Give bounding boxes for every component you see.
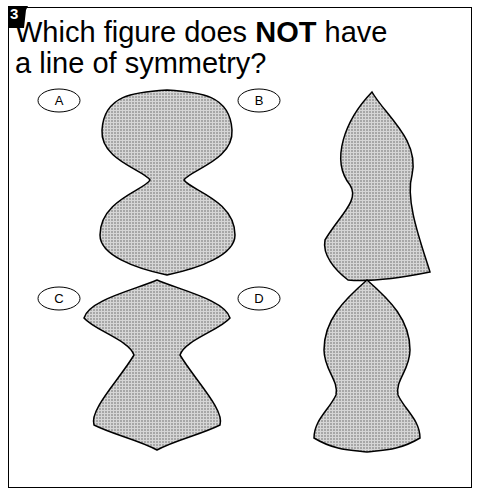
question-phrase: Which figure does — [15, 16, 247, 48]
figure-shape — [314, 280, 420, 452]
option-letter: A — [55, 94, 64, 108]
oval-shape — [38, 89, 80, 112]
option-letter: B — [255, 94, 264, 108]
option-letter: D — [254, 292, 263, 306]
option-letter: C — [54, 292, 63, 306]
item-frame — [9, 8, 472, 488]
emphasis-word: NOT — [255, 16, 316, 48]
option-oval: A — [37, 88, 81, 113]
option-oval: D — [237, 286, 281, 311]
option-oval: C — [37, 286, 81, 311]
oval-shape — [238, 287, 280, 310]
oval-shape — [38, 287, 80, 310]
figure-shape — [325, 92, 430, 281]
figure-shape — [84, 280, 230, 450]
question-text: Which figure doesNOThave a line of symme… — [15, 17, 403, 79]
option-oval: B — [237, 88, 281, 113]
oval-shape — [238, 89, 280, 112]
figure-shape — [100, 90, 235, 275]
